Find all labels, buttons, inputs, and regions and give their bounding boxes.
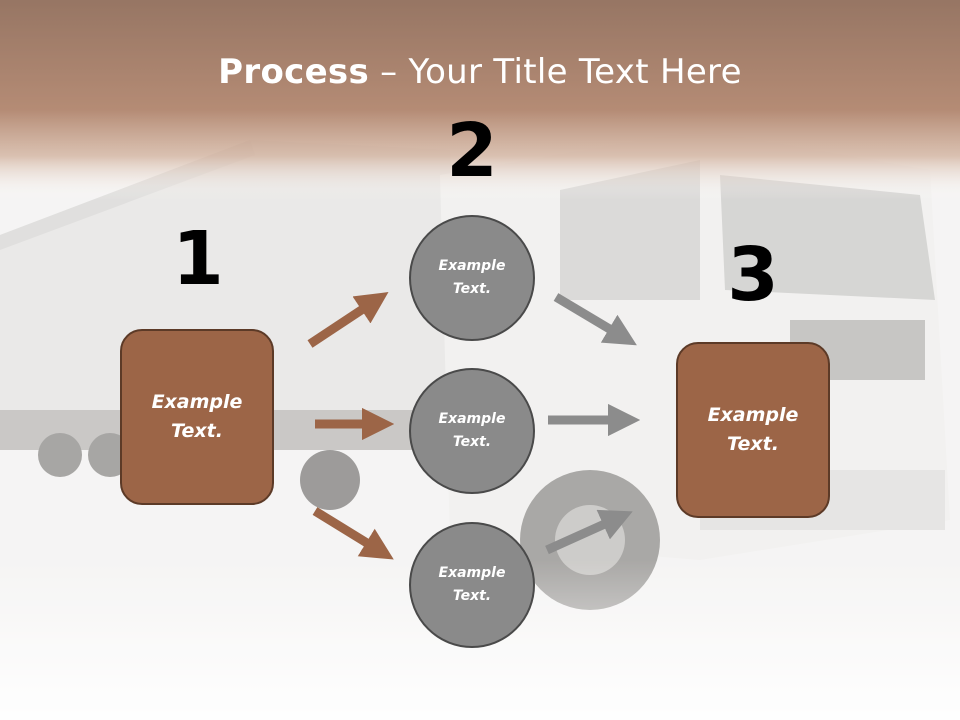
circle-2: Example Text. (409, 368, 535, 494)
step-1-box: Example Text. (120, 329, 274, 505)
title-rest: – Your Title Text Here (369, 52, 742, 92)
title-bold: Process (218, 52, 370, 92)
arrow-to-circle-3 (312, 507, 394, 560)
step-number-2: 2 (446, 108, 498, 194)
circle-3-label: Example Text. (438, 565, 506, 604)
step-3-box: Example Text. (676, 342, 830, 518)
circle-1: Example Text. (409, 215, 535, 341)
arrow-from-circle-1 (553, 293, 637, 346)
circle-1-label: Example Text. (438, 258, 506, 297)
step-number-1: 1 (172, 216, 224, 302)
arrow-to-circle-1 (307, 292, 389, 348)
circle-3: Example Text. (409, 522, 535, 648)
arrow-from-circle-3 (545, 509, 633, 555)
step-1-label: Example Text. (151, 391, 243, 442)
step-3-label: Example Text. (707, 404, 799, 455)
slide-title: Process – Your Title Text Here (0, 52, 960, 92)
circle-2-label: Example Text. (438, 411, 506, 450)
step-number-3: 3 (727, 232, 779, 318)
